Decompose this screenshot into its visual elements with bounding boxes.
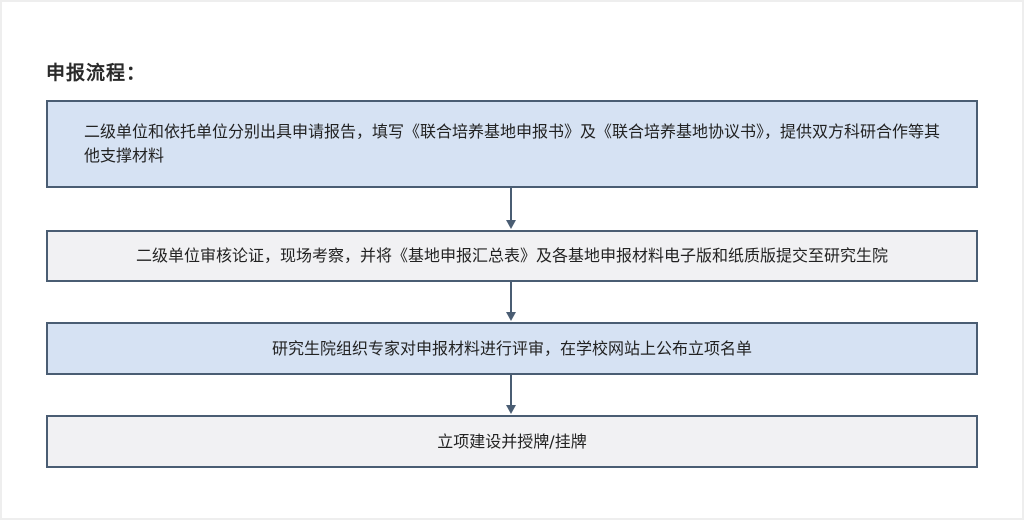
step-2-text: 二级单位审核论证，现场考察，并将《基地申报汇总表》及各基地申报材料电子版和纸质版…	[135, 246, 888, 265]
step-3-box: 研究生院组织专家对申报材料进行评审，在学校网站上公布立项名单	[46, 322, 978, 375]
arrow-1-to-2	[503, 188, 519, 230]
step-3-text: 研究生院组织专家对申报材料进行评审，在学校网站上公布立项名单	[271, 338, 752, 358]
arrow-3-to-4	[503, 375, 519, 415]
step-4-box: 立项建设并授牌/挂牌	[46, 415, 978, 468]
arrow-2-to-3	[503, 282, 519, 322]
diagram-title: 申报流程：	[46, 62, 147, 84]
step-1-text: 二级单位和依托单位分别出具申请报告，填写《联合培养基地申报书》及《联合培养基地协…	[84, 122, 941, 165]
step-2-box: 二级单位审核论证，现场考察，并将《基地申报汇总表》及各基地申报材料电子版和纸质版…	[46, 230, 978, 282]
step-1-box: 二级单位和依托单位分别出具申请报告，填写《联合培养基地申报书》及《联合培养基地协…	[46, 100, 978, 188]
step-4-text: 立项建设并授牌/挂牌	[437, 431, 587, 451]
